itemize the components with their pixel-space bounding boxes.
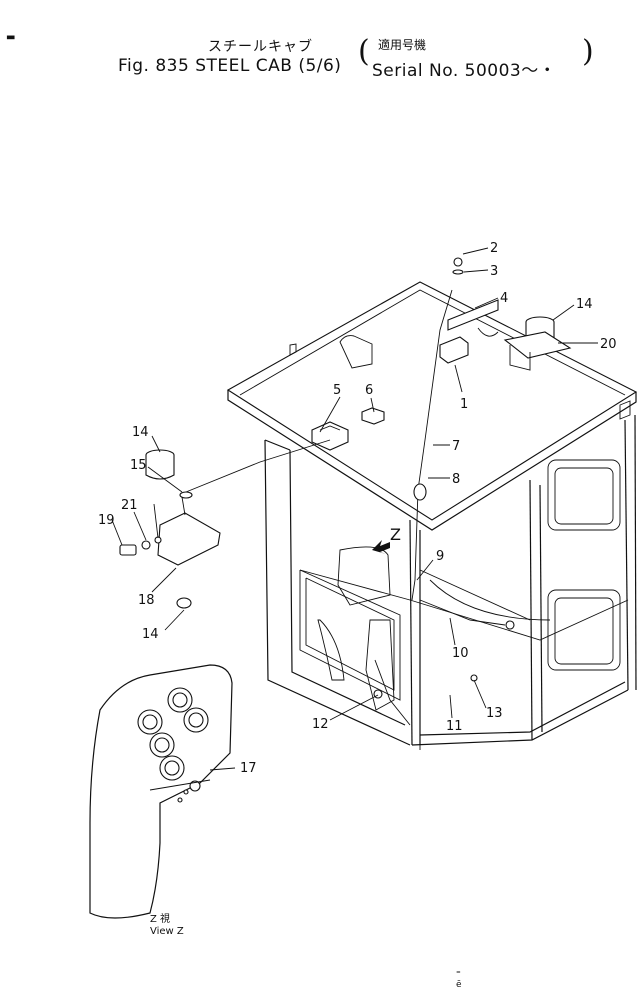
open-paren: (	[358, 34, 370, 69]
rotary-beacon-left	[119, 449, 221, 609]
cab-roof	[226, 281, 637, 531]
leader-lines	[111, 247, 598, 771]
view-marker: Z	[390, 525, 401, 544]
callout-19: 19	[98, 513, 115, 528]
callout-18: 20	[600, 337, 617, 352]
callout-2: 2	[490, 241, 498, 256]
callout-7: 7	[452, 439, 460, 454]
callout-14-nut: 14	[142, 627, 159, 642]
callout-10: 10	[452, 646, 469, 661]
callout-5: 5	[333, 383, 341, 398]
callout-9: 9	[436, 549, 444, 564]
view-z-panel	[89, 664, 233, 919]
callout-14-roof: 14	[576, 297, 593, 312]
corner-mark: ▬	[6, 32, 16, 43]
mounting-bracket	[439, 257, 499, 364]
callout-numbers: 2 3 4 1 14 20 5 6 7 8 9 10 11 13 12 14 1…	[98, 241, 617, 776]
cab-frame	[264, 414, 637, 750]
title-japanese: スチールキャブ	[208, 39, 313, 55]
callout-1: 1	[460, 397, 468, 412]
wire-harness	[185, 289, 515, 726]
callout-11: 11	[446, 719, 463, 734]
view-z-arrow: Z	[372, 525, 401, 554]
callout-4: 4	[500, 291, 508, 306]
callout-14-beacon: 14	[132, 425, 149, 440]
callout-15: 15	[130, 458, 147, 473]
callout-20: 21	[121, 498, 138, 513]
callout-16: 17	[240, 761, 257, 776]
view-z-caption: Z 視 View Z	[150, 914, 184, 938]
callout-3: 3	[490, 264, 498, 279]
serial-number: Serial No. 50003～・	[372, 61, 557, 81]
rotary-beacon-right	[503, 316, 572, 371]
callout-6: 6	[365, 383, 373, 398]
callout-17: 18	[138, 593, 155, 608]
serial-label-japanese: 適用号機	[378, 38, 427, 52]
figure-title: Fig. 835 STEEL CAB (5/6)	[118, 56, 342, 76]
callout-13: 13	[486, 706, 503, 721]
view-z-caption-en: View Z	[150, 926, 184, 937]
close-paren: )	[582, 34, 594, 69]
page-mark: ⁼ē	[456, 970, 462, 990]
view-z-caption-jp: Z 視	[150, 914, 171, 925]
callout-8: 8	[452, 472, 460, 487]
callout-12: 12	[312, 717, 329, 732]
